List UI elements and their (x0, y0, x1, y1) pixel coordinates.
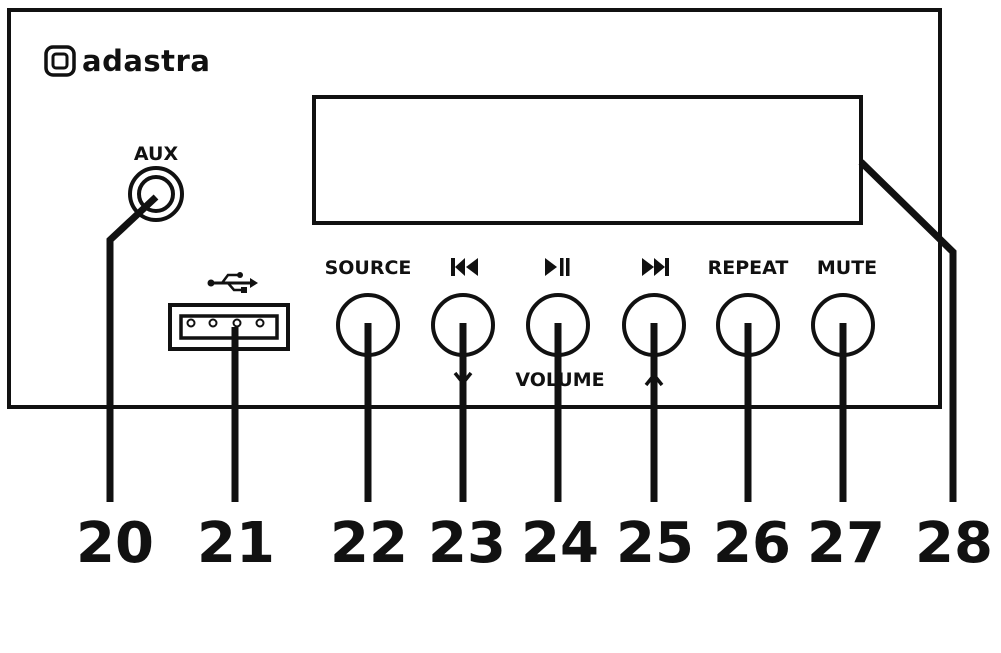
aux-jack[interactable] (128, 166, 184, 222)
leader-line-20 (106, 194, 159, 502)
usb-port[interactable] (168, 303, 290, 351)
leader-line-28 (858, 159, 957, 502)
callout-22: 22 (330, 511, 408, 576)
callout-28: 28 (915, 511, 993, 576)
callout-24: 24 (521, 511, 599, 576)
callout-23: 23 (428, 511, 506, 576)
repeat-label: REPEAT (708, 257, 789, 279)
callout-21: 21 (197, 511, 275, 576)
leader-lines (106, 159, 957, 502)
display-window (312, 95, 863, 225)
usb-icon (207, 272, 258, 293)
play-pause-icon (545, 258, 570, 276)
callout-numbers: 20 21 22 23 24 25 26 27 28 (76, 511, 993, 576)
callout-26: 26 (713, 511, 791, 576)
callout-20: 20 (76, 511, 154, 576)
brand-name: adastra (82, 44, 210, 78)
mute-label: MUTE (817, 257, 877, 279)
rounded-square-logo-icon (44, 45, 76, 77)
aux-label: AUX (134, 143, 179, 165)
source-label: SOURCE (325, 257, 412, 279)
panel-outline (7, 8, 942, 409)
skip-next-icon (642, 258, 669, 276)
callout-27: 27 (807, 511, 885, 576)
skip-previous-icon (451, 258, 478, 276)
callout-25: 25 (616, 511, 694, 576)
